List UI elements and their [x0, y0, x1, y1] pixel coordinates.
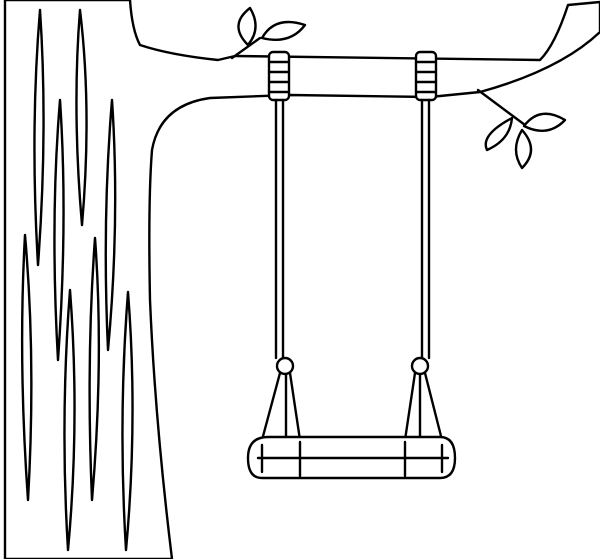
twig-top [230, 36, 262, 60]
swing-rope-left [260, 50, 302, 442]
bark-marks [20, 8, 134, 552]
leaf [484, 116, 514, 152]
swing-rope-right [403, 50, 444, 442]
twig-right [476, 88, 527, 127]
leaf [237, 6, 257, 47]
leaf [522, 112, 567, 132]
leaf [260, 20, 307, 42]
tree-trunk-and-branch [3, 0, 600, 559]
leaf [514, 128, 533, 170]
swing-seat[interactable] [246, 435, 457, 480]
